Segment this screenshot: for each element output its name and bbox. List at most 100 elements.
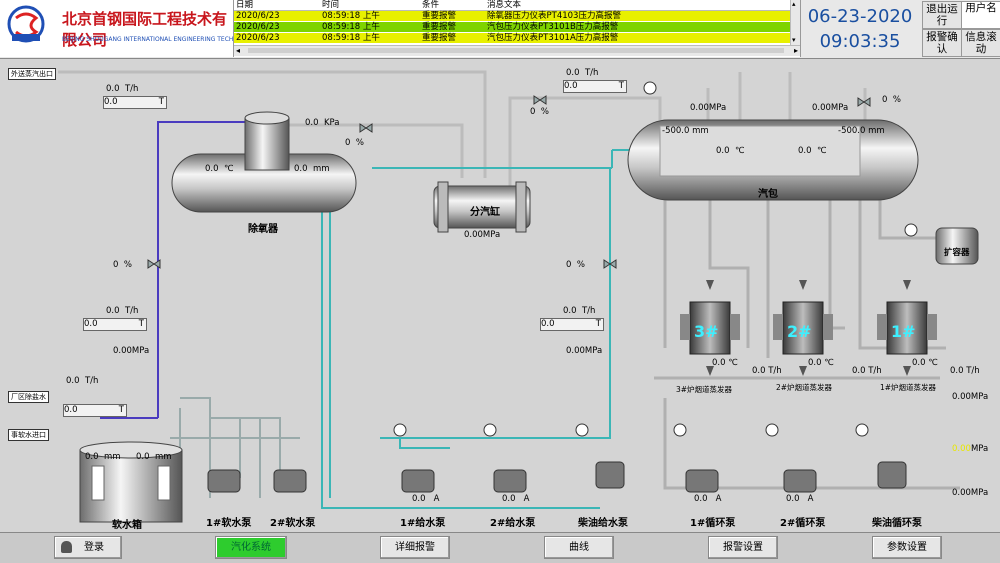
left-pressure: 0.00MPa [113,346,150,356]
soft-tank-name: 软水箱 [112,520,142,531]
alarm-ack-button[interactable]: 报警确认 [922,29,962,57]
evaporator-3-name: 3#炉烟道蒸发器 [676,385,733,394]
param-settings-button[interactable]: 参数设置 [872,536,942,559]
scroll-down-icon[interactable]: ▾ [792,36,796,44]
steam-flow-rate: 0.0 T/h [106,84,139,94]
evaporator-3-temp: 0.0 ℃ [712,358,738,368]
expander-vessel [935,227,979,265]
drum-level-right: -500.0 mm [838,126,885,136]
mid-valve-opening: 0 % [566,260,585,270]
circ-pump-2-name[interactable]: 2#循环泵 [780,518,826,529]
alarm-settings-button[interactable]: 报警设置 [708,536,778,559]
alarm-detail-button[interactable]: 详细报警 [380,536,450,559]
deaerator-temp: 0.0 ℃ [205,164,234,174]
flow-arrows [706,280,911,376]
drum-valve-opening: 0 % [882,95,901,105]
evaporator-2-label: 2# [787,322,812,341]
valves [147,95,871,269]
drum-pressure-right: 0.00MPa [812,103,849,113]
header-dist-pressure: 0.00MPa [464,230,501,240]
alarm-date: 2020/6/23 [236,11,280,21]
soft-pump-1-name[interactable]: 1#软水泵 [206,518,252,529]
diesel-feed-pump-name[interactable]: 柴油给水泵 [578,518,628,529]
alarm-row[interactable]: 2020/6/23 08:59:18 上午 重要报警 除氧器压力仪表PT4103… [234,11,800,21]
alarm-text: 除氧器压力仪表PT4103压力高报警 [487,11,621,21]
steam-outlet-tag[interactable]: 外送蒸汽出口 [8,68,56,80]
scroll-right-icon[interactable]: ▸ [793,46,798,55]
pump-1-current: 0.0 A [412,494,440,504]
drum-pressure-left: 0.00MPa [690,103,727,113]
diesel-circ-pump-name[interactable]: 柴油循环泵 [872,518,922,529]
evaporator-3-flow: 0.0 T/h [752,366,782,376]
evaporator-3 [680,301,740,355]
soft-pump-2-name[interactable]: 2#软水泵 [270,518,316,529]
drum-temp-left: 0.0 ℃ [716,146,745,156]
alarm-header-text: 消息文本 [487,0,522,10]
scroll-left-icon[interactable]: ◂ [236,46,241,55]
drum-level-left: -500.0 mm [662,126,709,136]
drum-temp-right: 0.0 ℃ [798,146,827,156]
company-logo-icon [7,5,45,43]
evaporator-2-temp: 0.0 ℃ [808,358,834,368]
alarm-row[interactable]: 2020/6/23 08:59:18 上午 重要报警 汽包压力仪表PT3101A… [234,33,800,43]
alarm-date: 2020/6/23 [236,22,280,32]
alarm-scrollbar[interactable]: ◂ ▸ [234,45,800,56]
right-pressure-2: 0.00MPa [952,444,989,454]
mid-flow-rate: 0.0 T/h [563,306,596,316]
soft-tank-vessel [79,441,183,523]
circ-pump-1-name[interactable]: 1#循环泵 [690,518,736,529]
alarm-condition: 重要报警 [422,33,457,43]
alarm-table-header: 日期 时间 条件 消息文本 [234,0,800,11]
right-pressure-1: 0.00MPa [952,392,989,402]
alarm-condition: 重要报警 [422,22,457,32]
alarm-time: 08:59:18 上午 [322,22,380,32]
alarm-time: 08:59:18 上午 [322,11,380,21]
login-button[interactable]: 登录 [54,536,122,559]
evaporator-2-flow: 0.0 T/h [852,366,882,376]
left-flow-rate: 0.0 T/h [106,306,139,316]
soft-tank-level-right: 0.0 mm [136,452,172,462]
clock-display: 06-23-2020 09:03:35 [801,0,919,57]
evaporator-3-label: 3# [694,322,719,341]
alarm-date: 2020/6/23 [236,33,280,43]
left-valve-opening: 0 % [113,260,132,270]
user-icon [61,541,72,553]
scroll-up-icon[interactable]: ▴ [792,0,796,8]
feed-pump-1-name[interactable]: 1#给水泵 [400,518,446,529]
scroll-thumb[interactable] [248,48,784,53]
feed-pump-2-name[interactable]: 2#给水泵 [490,518,536,529]
drum-name: 汽包 [758,189,778,200]
gauges [393,81,918,437]
footer-bar [0,532,1000,563]
deaerator-level: 0.0 mm [294,164,330,174]
water-inlet-tag[interactable]: 厂区除盐水 [8,391,49,403]
curve-button[interactable]: 曲线 [544,536,614,559]
alarm-time: 08:59:18 上午 [322,33,380,43]
drum-vessel [627,119,919,201]
deaerator-valve-opening: 0 % [345,138,364,148]
circulation-pipes [654,188,960,490]
deaerator-name: 除氧器 [248,224,278,235]
exit-run-button[interactable]: 退出运行 [922,1,962,29]
alarm-row[interactable]: 2020/6/23 08:59:18 上午 重要报警 汽包压力仪表PT3101B… [234,22,800,32]
deaerator-vessel [171,111,357,213]
header-dist-vessel [433,181,531,233]
login-label: 登录 [84,542,104,553]
deaerator-pressure: 0.0 KPa [305,118,340,128]
username-field[interactable]: 用户名 [961,1,1000,29]
clock-time: 09:03:35 [819,31,901,52]
soft-water-inlet-tag[interactable]: 事软水进口 [8,429,49,441]
expander-name: 扩容器 [944,248,970,258]
info-scroll-button[interactable]: 信息滚动 [961,29,1000,57]
alarm-header-time: 时间 [322,0,340,10]
pump-2-current: 0.0 A [502,494,530,504]
steam-system-button[interactable]: 汽化系统 [215,536,287,559]
alarm-header-condition: 条件 [422,0,440,10]
alarm-vscrollbar[interactable]: ▴ ▾ [790,0,800,45]
alarm-table[interactable]: 日期 时间 条件 消息文本 2020/6/23 08:59:18 上午 重要报警… [234,0,801,57]
evaporator-1-flow: 0.0 T/h [950,366,980,376]
